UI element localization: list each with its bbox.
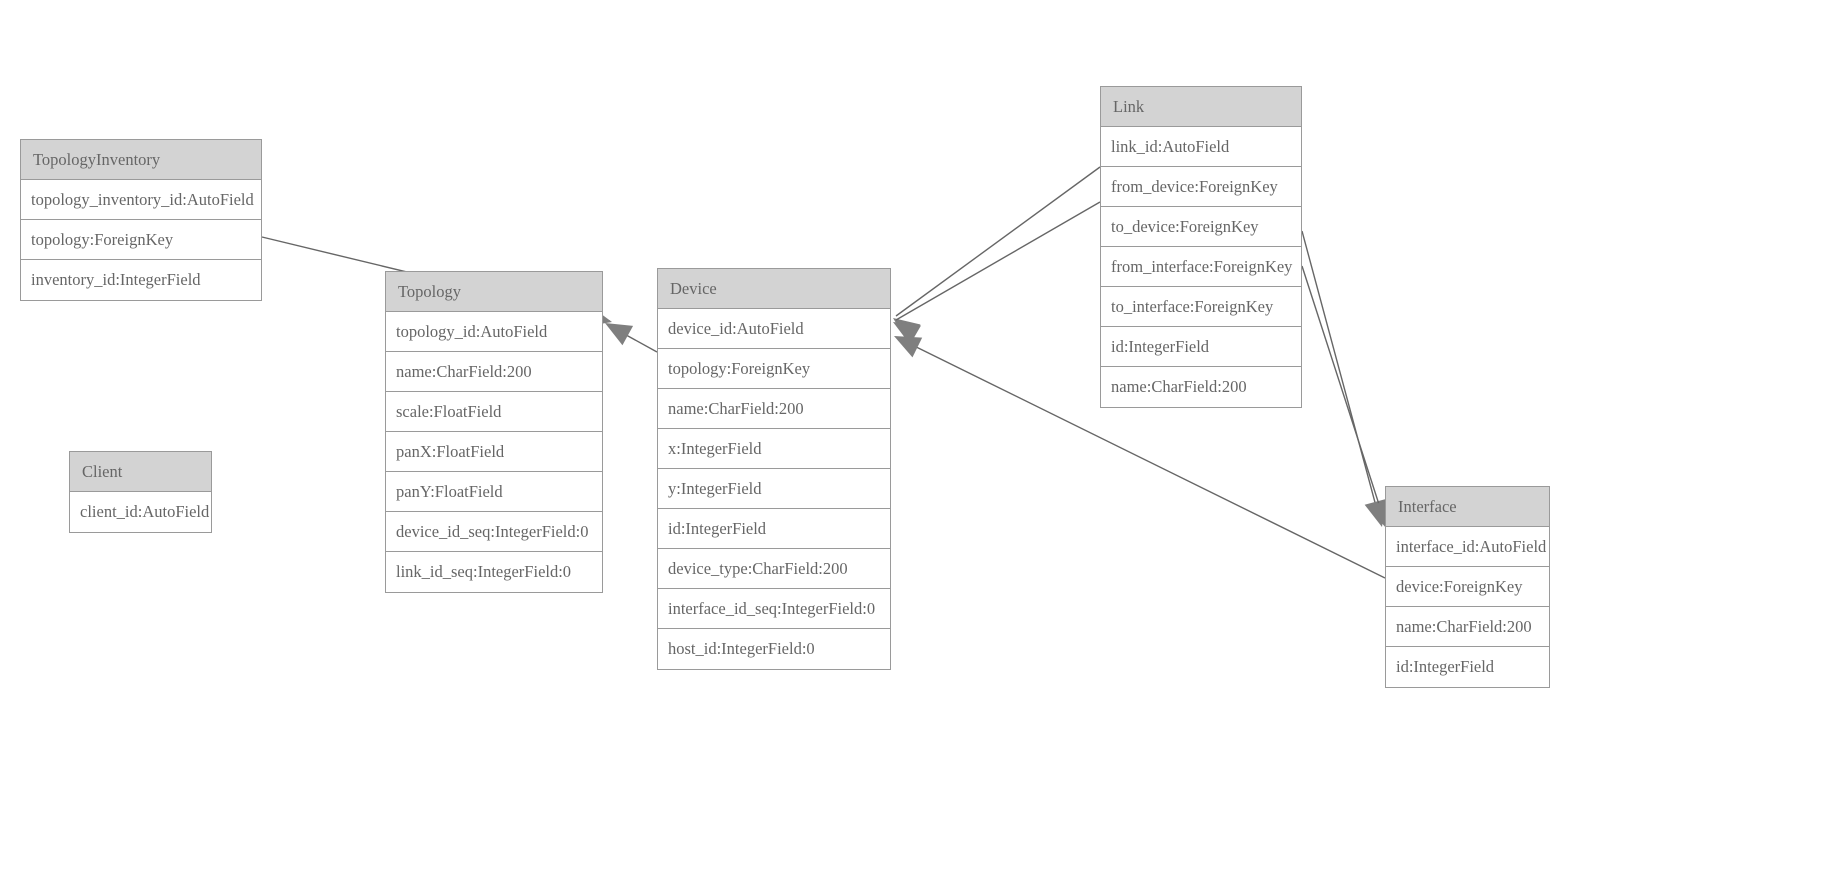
entity-title-device: Device (658, 269, 890, 309)
entity-title-topology_inventory: TopologyInventory (21, 140, 261, 180)
entity-field[interactable]: panX:FloatField (386, 432, 602, 472)
entity-field[interactable]: link_id:AutoField (1101, 127, 1301, 167)
entity-field[interactable]: device_type:CharField:200 (658, 549, 890, 589)
entity-title-topology: Topology (386, 272, 602, 312)
entity-field[interactable]: from_interface:ForeignKey (1101, 247, 1301, 287)
entity-field[interactable]: topology_inventory_id:AutoField (21, 180, 261, 220)
relation-line (1301, 230, 1381, 522)
entity-field[interactable]: interface_id_seq:IntegerField:0 (658, 589, 890, 629)
entity-field[interactable]: from_device:ForeignKey (1101, 167, 1301, 207)
relation-arrowhead (894, 336, 923, 358)
entity-field[interactable]: client_id:AutoField (80, 502, 210, 521)
entity-field[interactable]: device_id:AutoField (658, 309, 890, 349)
entity-field[interactable]: id:IntegerField (1396, 657, 1495, 676)
entity-field[interactable]: host_id:IntegerField:0 (668, 639, 815, 658)
relation-link-to-device-to-device (893, 201, 1101, 345)
relation-line (895, 166, 1101, 317)
entity-field[interactable]: topology_id:AutoField (386, 312, 602, 352)
entity-field[interactable]: inventory_id:IntegerField (31, 270, 201, 289)
entity-field[interactable]: name:CharField:200 (1111, 377, 1247, 396)
entity-field[interactable]: topology:ForeignKey (658, 349, 890, 389)
entity-field-list-client: client_id:AutoField (70, 492, 211, 532)
relation-arrowhead (893, 322, 922, 345)
entity-field[interactable]: panY:FloatField (386, 472, 602, 512)
entity-title-interface: Interface (1386, 487, 1549, 527)
entity-field[interactable]: interface_id:AutoField (1386, 527, 1549, 567)
entity-field[interactable]: to_device:ForeignKey (1101, 207, 1301, 247)
entity-field[interactable]: id:IntegerField (1101, 327, 1301, 367)
entity-field[interactable]: device_id_seq:IntegerField:0 (386, 512, 602, 552)
relation-line (895, 201, 1101, 321)
relation-line (607, 324, 658, 353)
entity-field[interactable]: name:CharField:200 (386, 352, 602, 392)
entity-title-link: Link (1101, 87, 1301, 127)
entity-field[interactable]: topology:ForeignKey (21, 220, 261, 260)
entity-field[interactable]: id:IntegerField (658, 509, 890, 549)
relation-link-to-interface-to-interface (1301, 265, 1389, 528)
entity-field[interactable]: x:IntegerField (658, 429, 890, 469)
relation-device-to-topology (605, 323, 658, 353)
relation-arrowhead (893, 318, 921, 343)
entity-field[interactable]: link_id_seq:IntegerField:0 (396, 562, 572, 581)
entity-title-client: Client (70, 452, 211, 492)
relation-link-from-interface-to-interface (1301, 230, 1386, 527)
entity-field[interactable]: name:CharField:200 (658, 389, 890, 429)
relation-arrowhead (605, 323, 634, 346)
entity-field[interactable]: to_interface:ForeignKey (1101, 287, 1301, 327)
entity-field[interactable]: name:CharField:200 (1386, 607, 1549, 647)
relation-line (1301, 265, 1386, 524)
entity-field[interactable]: y:IntegerField (658, 469, 890, 509)
entity-client[interactable]: Client client_id:AutoField (69, 451, 212, 533)
entity-field[interactable]: scale:FloatField (386, 392, 602, 432)
relation-link-from-device-to-device (893, 166, 1101, 343)
entity-field[interactable]: device:ForeignKey (1386, 567, 1549, 607)
